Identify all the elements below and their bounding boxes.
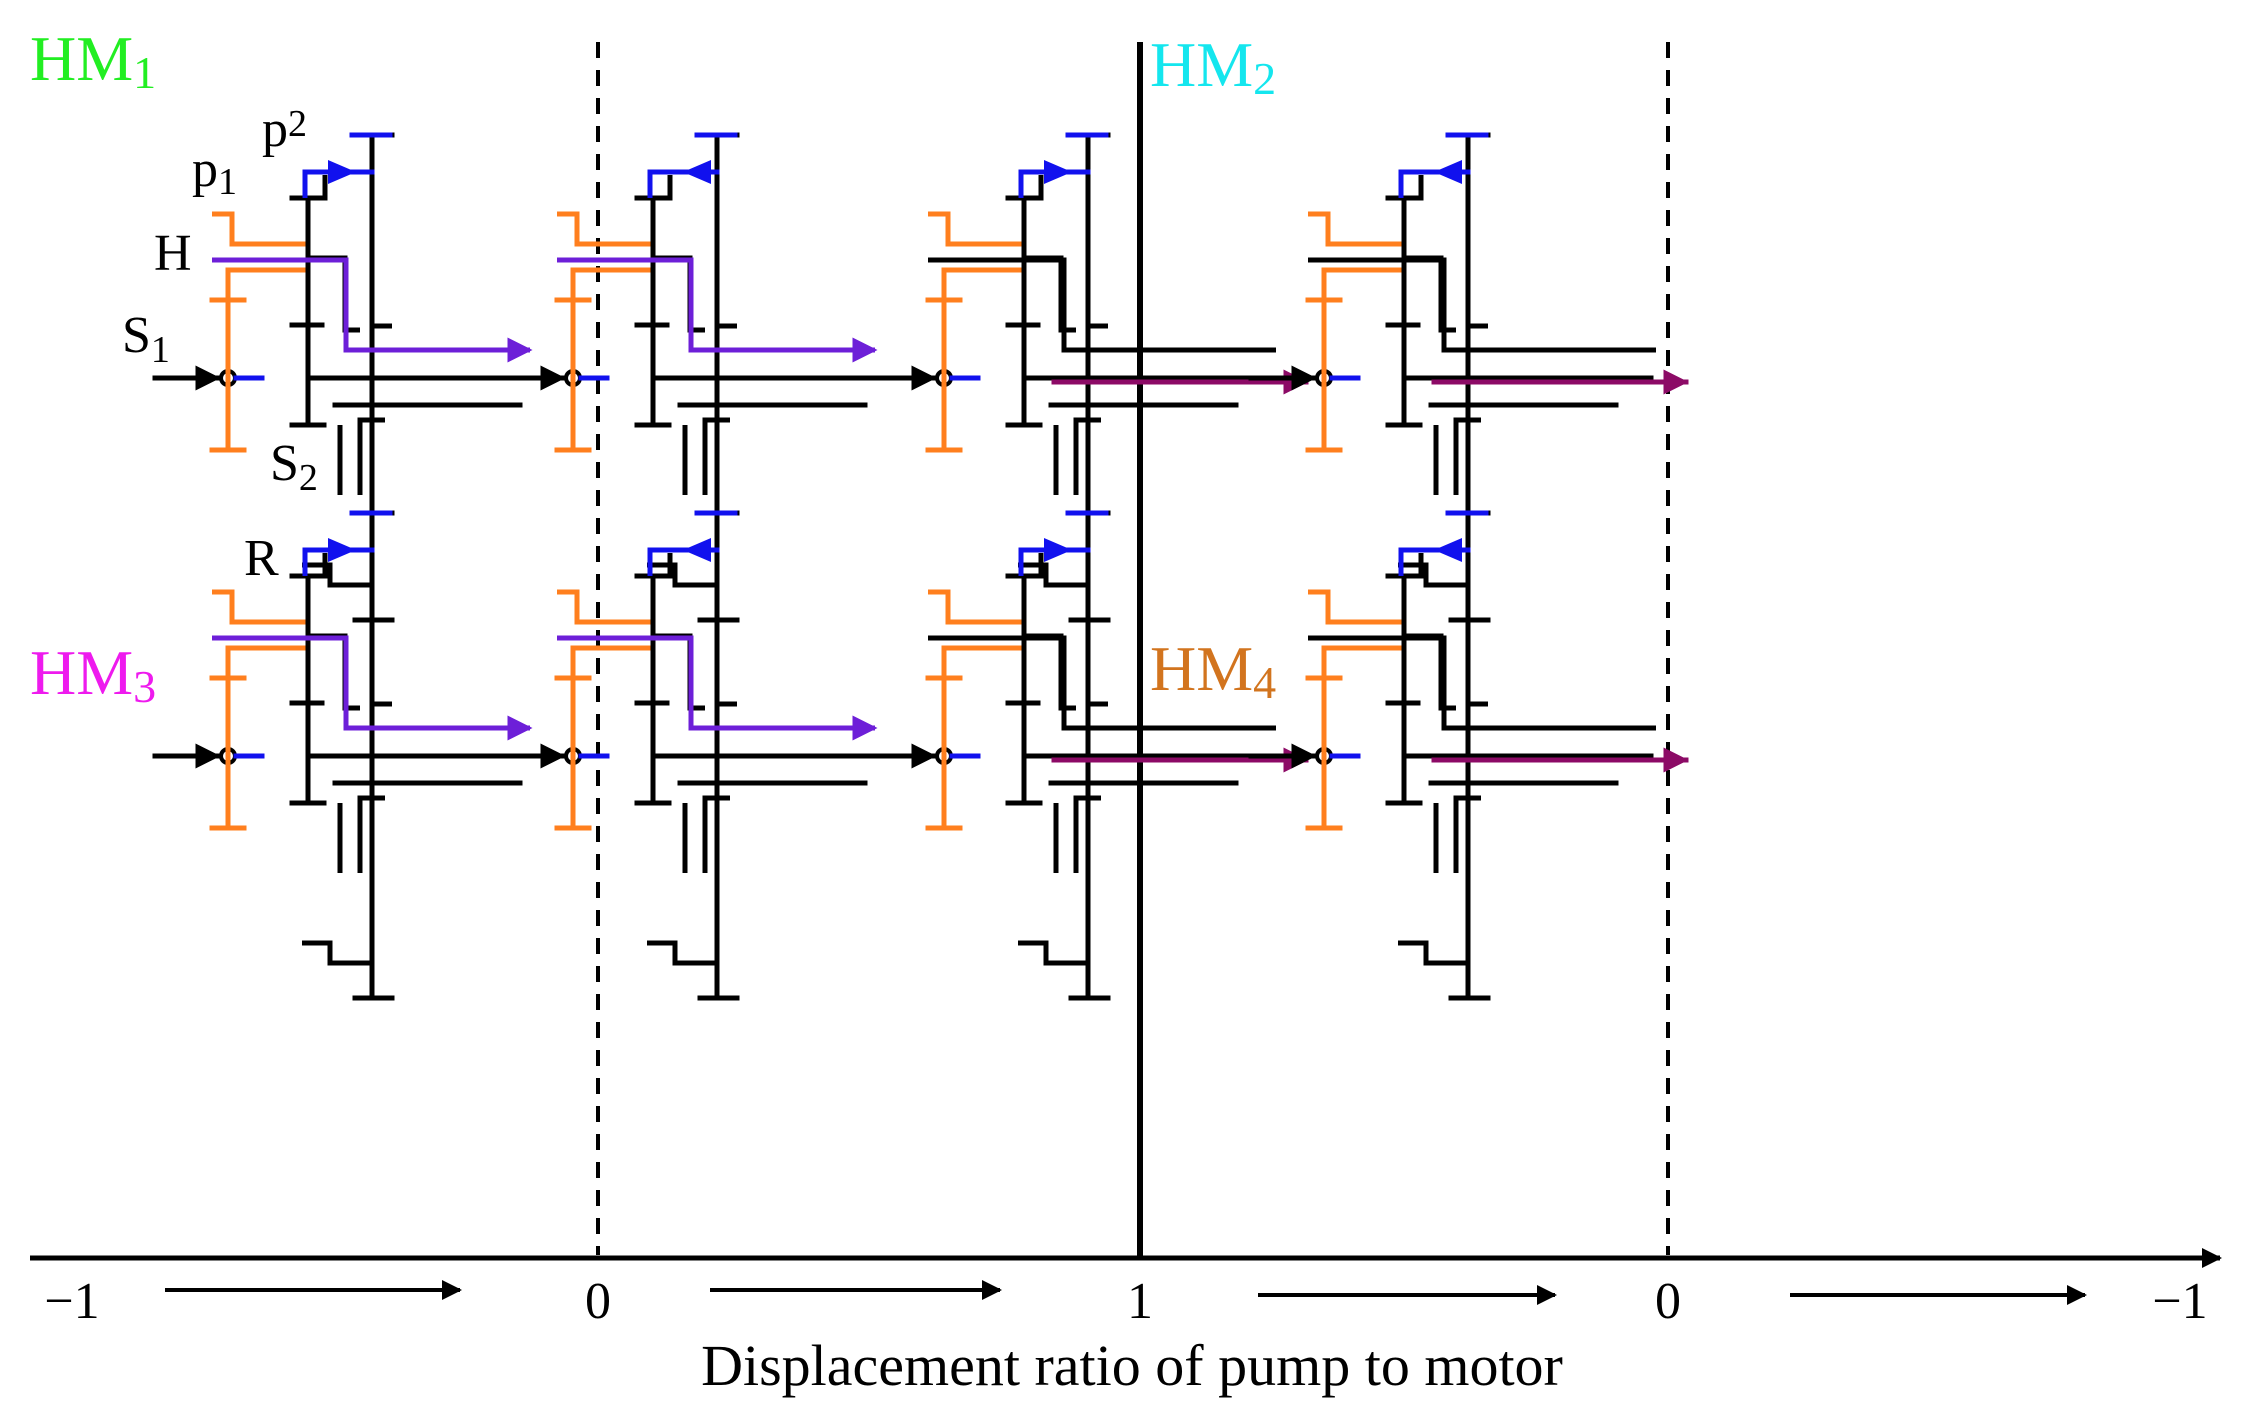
carrier-black-step xyxy=(1406,633,1456,711)
carrier-h-black xyxy=(1308,257,1656,353)
ring-s2-step xyxy=(1453,417,1481,495)
carrier-h-path xyxy=(212,257,533,363)
planet-arrow-left xyxy=(1434,160,1462,184)
ring-hook-lower xyxy=(1398,562,1468,588)
axis-tick-4: −1 xyxy=(2152,1273,2207,1330)
carrier-black-step xyxy=(655,255,705,333)
carrier-arm-black xyxy=(1406,553,1424,579)
carrier-arm-black xyxy=(310,175,328,201)
carrier-bracket-lower xyxy=(570,267,655,300)
carrier-arm-black xyxy=(655,553,673,579)
carrier-bracket-lower xyxy=(1321,267,1406,300)
carrier-bracket-upper xyxy=(928,211,1026,247)
gear-diagrams xyxy=(152,132,1689,1001)
ring-hook-lower xyxy=(1398,940,1468,966)
planet-arrow-right xyxy=(1044,538,1072,562)
carrier-h-path xyxy=(212,635,533,741)
carrier-h-path xyxy=(557,635,878,741)
axis-tick-2: 1 xyxy=(1127,1273,1153,1330)
planet-p2-link xyxy=(647,547,663,576)
carrier-h-black xyxy=(1308,635,1656,731)
planet-p2-link xyxy=(302,547,318,576)
carrier-bracket-upper xyxy=(557,211,655,247)
carrier-black-step xyxy=(310,255,360,333)
carrier-bracket-lower xyxy=(225,645,310,678)
label-p1: p1 xyxy=(192,141,237,203)
carrier-arm-black xyxy=(655,175,673,201)
carrier-bracket-lower xyxy=(941,645,1026,678)
carrier-bracket-upper xyxy=(212,589,310,625)
mode-label-hm2: HM2 xyxy=(1150,29,1276,104)
planet-p2-link xyxy=(1398,547,1414,576)
ring-hook-lower xyxy=(1018,562,1088,588)
axis-tick-3: 0 xyxy=(1655,1273,1681,1330)
carrier-h-black xyxy=(928,257,1276,353)
carrier-bracket-lower xyxy=(225,267,310,300)
ring-hook-lower xyxy=(647,940,717,966)
label-p2: p2 xyxy=(262,101,307,158)
carrier-bracket-upper xyxy=(212,211,310,247)
label-h: H xyxy=(154,225,192,282)
planet-arrow-right xyxy=(328,538,356,562)
mode-label-hm3: HM3 xyxy=(30,637,156,712)
carrier-bracket-lower xyxy=(1321,645,1406,678)
carrier-black-step xyxy=(1026,255,1076,333)
mode-label-hm4: HM4 xyxy=(1150,633,1276,708)
planet-arrow-right xyxy=(328,160,356,184)
diagram-r1-c3 xyxy=(1248,510,1689,1001)
carrier-arm-black xyxy=(1026,175,1044,201)
diagram-r0-c0 xyxy=(152,132,558,623)
planet-p2-link xyxy=(1398,169,1414,198)
carrier-arm-black xyxy=(1026,553,1044,579)
planet-p2-link xyxy=(647,169,663,198)
ring-s2-step xyxy=(702,795,730,873)
carrier-h-black xyxy=(928,635,1276,731)
planet-arrow-left xyxy=(683,160,711,184)
ring-s2-step xyxy=(702,417,730,495)
label-s1: S1 xyxy=(122,307,170,371)
carrier-bracket-upper xyxy=(1308,211,1406,247)
carrier-black-step xyxy=(655,633,705,711)
diagram-r1-c1 xyxy=(497,510,903,1001)
ring-s2-step xyxy=(357,417,385,495)
ring-s2-step xyxy=(1073,795,1101,873)
planet-p2-link xyxy=(1018,547,1034,576)
carrier-black-step xyxy=(1026,633,1076,711)
carrier-bracket-lower xyxy=(570,645,655,678)
mode-label-hm1: HM1 xyxy=(30,23,156,98)
ring-s2-step xyxy=(1453,795,1481,873)
ring-s2-step xyxy=(1073,417,1101,495)
carrier-h-path xyxy=(557,257,878,363)
ring-hook-lower xyxy=(647,562,717,588)
carrier-bracket-upper xyxy=(557,589,655,625)
planet-arrow-right xyxy=(1044,160,1072,184)
carrier-bracket-lower xyxy=(941,267,1026,300)
planet-p2-link xyxy=(302,169,318,198)
ring-hook-lower xyxy=(302,940,372,966)
label-s2: S2 xyxy=(270,435,318,499)
axis-tick-0: −1 xyxy=(44,1273,99,1330)
diagram-r1-c2 xyxy=(868,510,1309,1001)
carrier-arm-black xyxy=(310,553,328,579)
x-axis: −1 0 1 0 −1 Displacement ratio of pump t… xyxy=(30,1248,2222,1398)
ring-hook-lower xyxy=(302,562,372,588)
carrier-black-step xyxy=(310,633,360,711)
carrier-arm-black xyxy=(1406,175,1424,201)
label-r: R xyxy=(244,530,279,587)
carrier-bracket-upper xyxy=(1308,589,1406,625)
planet-arrow-left xyxy=(1434,538,1462,562)
carrier-black-step xyxy=(1406,255,1456,333)
ring-hook-lower xyxy=(1018,940,1088,966)
axis-label: Displacement ratio of pump to motor xyxy=(701,1333,1563,1398)
ring-s2-step xyxy=(357,795,385,873)
carrier-bracket-upper xyxy=(928,589,1026,625)
diagram-r1-c0 xyxy=(152,510,558,1001)
planet-p2-link xyxy=(1018,169,1034,198)
planet-arrow-left xyxy=(683,538,711,562)
axis-tick-1: 0 xyxy=(585,1273,611,1330)
